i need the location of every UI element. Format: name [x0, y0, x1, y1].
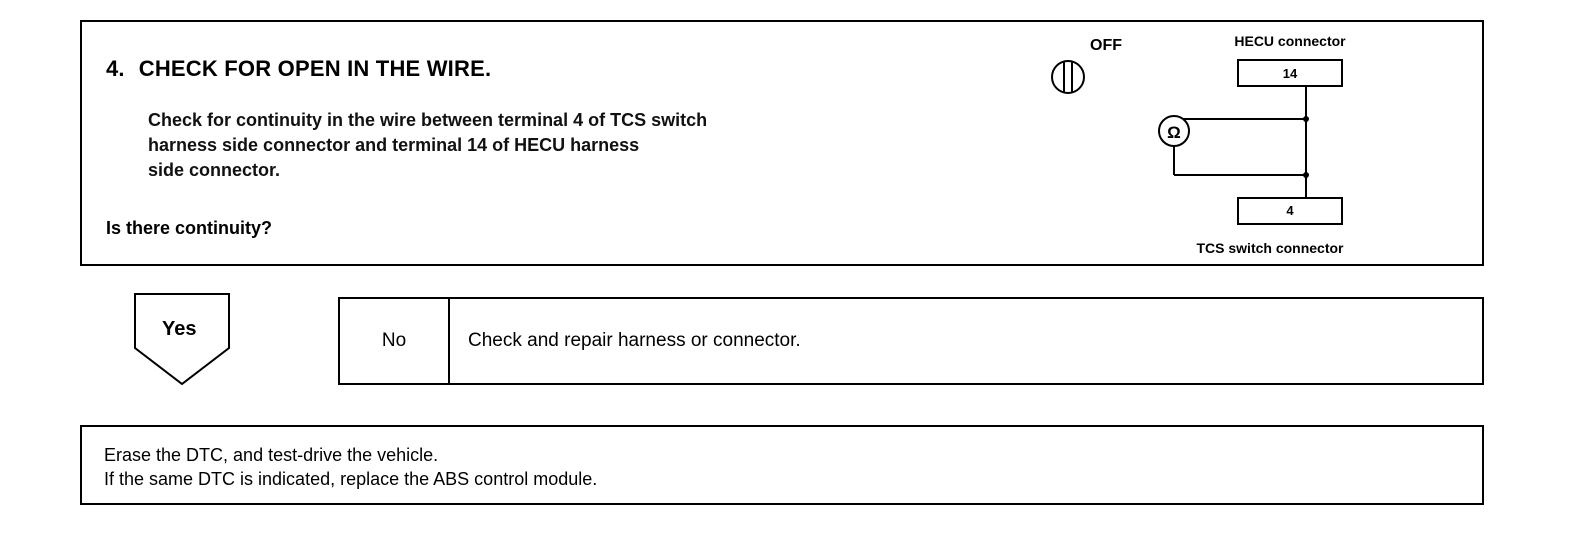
step-description: Check for continuity in the wire between… — [148, 108, 707, 183]
yes-arrow-shape — [134, 293, 230, 385]
no-action-text: Check and repair harness or connector. — [468, 330, 801, 351]
step-description-line: side connector. — [148, 160, 281, 180]
step-title: 4. CHECK FOR OPEN IN THE WIRE. — [106, 56, 491, 82]
step-number: 4. — [106, 56, 125, 81]
step-box: 4. CHECK FOR OPEN IN THE WIRE. Check for … — [80, 20, 1484, 266]
yes-label: Yes — [162, 318, 197, 340]
final-instruction-line: Erase the DTC, and test-drive the vehicl… — [104, 445, 439, 465]
final-instruction-box: Erase the DTC, and test-drive the vehicl… — [80, 425, 1484, 505]
no-divider — [448, 299, 450, 383]
no-box: No Check and repair harness or connector… — [338, 297, 1484, 385]
step-description-line: Check for continuity in the wire between… — [148, 110, 708, 130]
final-instruction: Erase the DTC, and test-drive the vehicl… — [104, 443, 597, 491]
step-question: Is there continuity? — [106, 218, 273, 238]
step-description-line: harness side connector and terminal 14 o… — [148, 135, 640, 155]
step-title-text: CHECK FOR OPEN IN THE WIRE. — [138, 56, 492, 81]
final-instruction-line: If the same DTC is indicated, replace th… — [104, 469, 598, 489]
no-label: No — [381, 330, 407, 351]
